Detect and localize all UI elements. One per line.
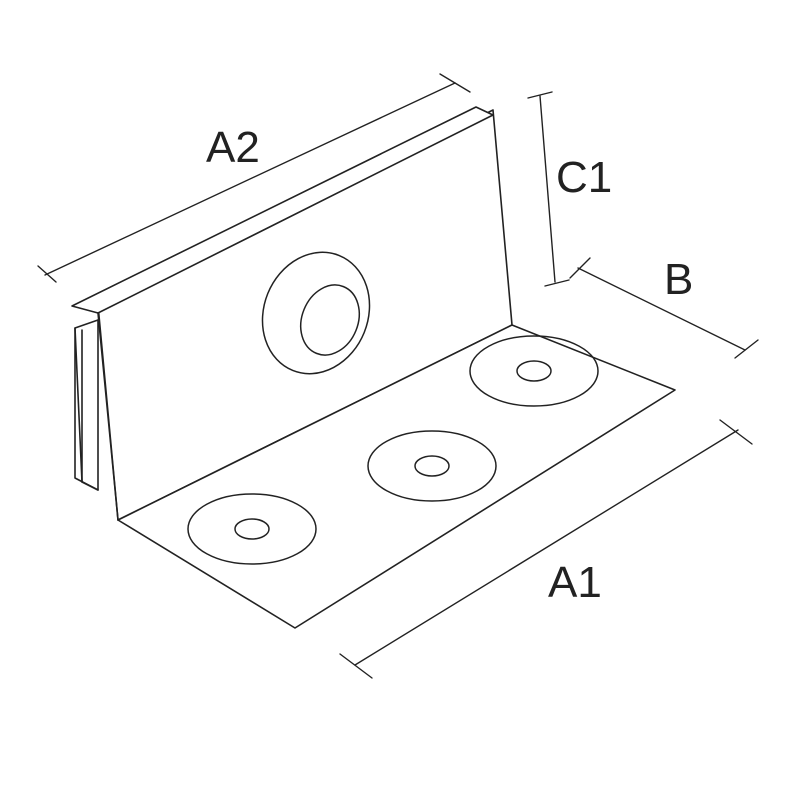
vertical-flange	[71, 106, 513, 521]
dimension-c1: C1	[527, 91, 612, 287]
base-hole-2	[367, 430, 497, 502]
dimension-label-a2: A2	[206, 123, 260, 172]
base-hole-1	[187, 493, 317, 565]
base-plate-holes	[187, 335, 599, 565]
hole-inner	[299, 284, 361, 356]
vertical-flange-hole	[261, 251, 371, 375]
base-hole-3	[469, 335, 599, 407]
hole-countersink-outer	[261, 251, 371, 375]
dimension-b: B	[569, 255, 759, 359]
dimension-label-c1: C1	[556, 153, 612, 202]
base-plate	[117, 324, 676, 629]
dimension-a2: A2	[37, 73, 471, 283]
dimension-a1: A1	[339, 419, 753, 679]
dimension-label-a1: A1	[548, 558, 602, 607]
dimension-label-b: B	[664, 255, 693, 304]
